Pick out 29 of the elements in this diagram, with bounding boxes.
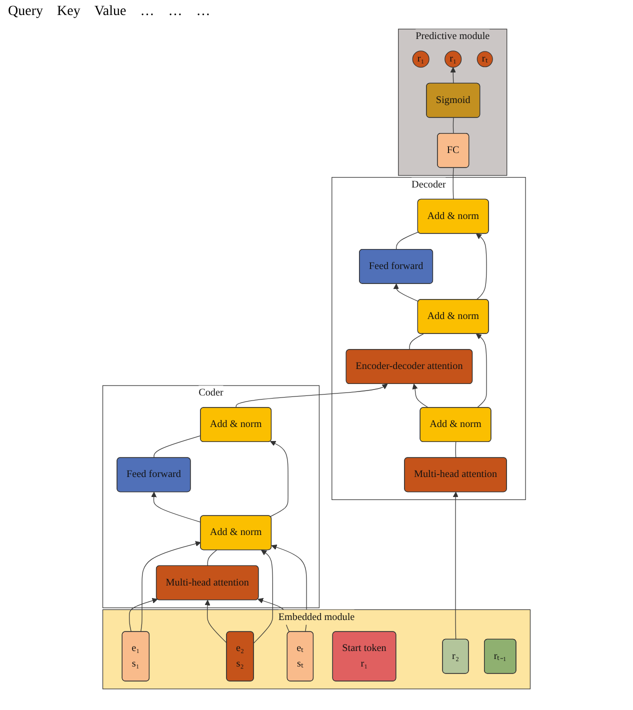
connector xyxy=(396,232,419,250)
label-text: Key xyxy=(57,4,80,20)
arrow xyxy=(129,598,158,632)
arrow xyxy=(151,492,202,522)
connector xyxy=(452,168,454,200)
arrow xyxy=(452,492,458,640)
arrow xyxy=(254,550,273,644)
connector xyxy=(452,117,454,134)
connector xyxy=(207,550,217,566)
arrow xyxy=(140,541,201,632)
arrow xyxy=(412,384,429,408)
arrow xyxy=(270,440,288,517)
label-text: … xyxy=(140,4,154,20)
connector xyxy=(409,334,424,350)
node-circle: r₁ xyxy=(444,50,462,68)
arrow xyxy=(476,234,487,300)
arrow xyxy=(204,600,228,644)
arrow xyxy=(393,284,419,302)
arrow xyxy=(450,67,456,84)
arrow xyxy=(476,334,487,408)
label-text: Value xyxy=(94,4,126,20)
label-text: … xyxy=(168,4,182,20)
label-text: … xyxy=(196,4,210,20)
arrow xyxy=(236,384,388,408)
node-circle: r₁ xyxy=(412,50,430,68)
label-text: Query xyxy=(8,4,43,20)
node-circle: rₜ xyxy=(476,51,493,68)
connector xyxy=(154,435,202,458)
connector xyxy=(455,442,456,458)
